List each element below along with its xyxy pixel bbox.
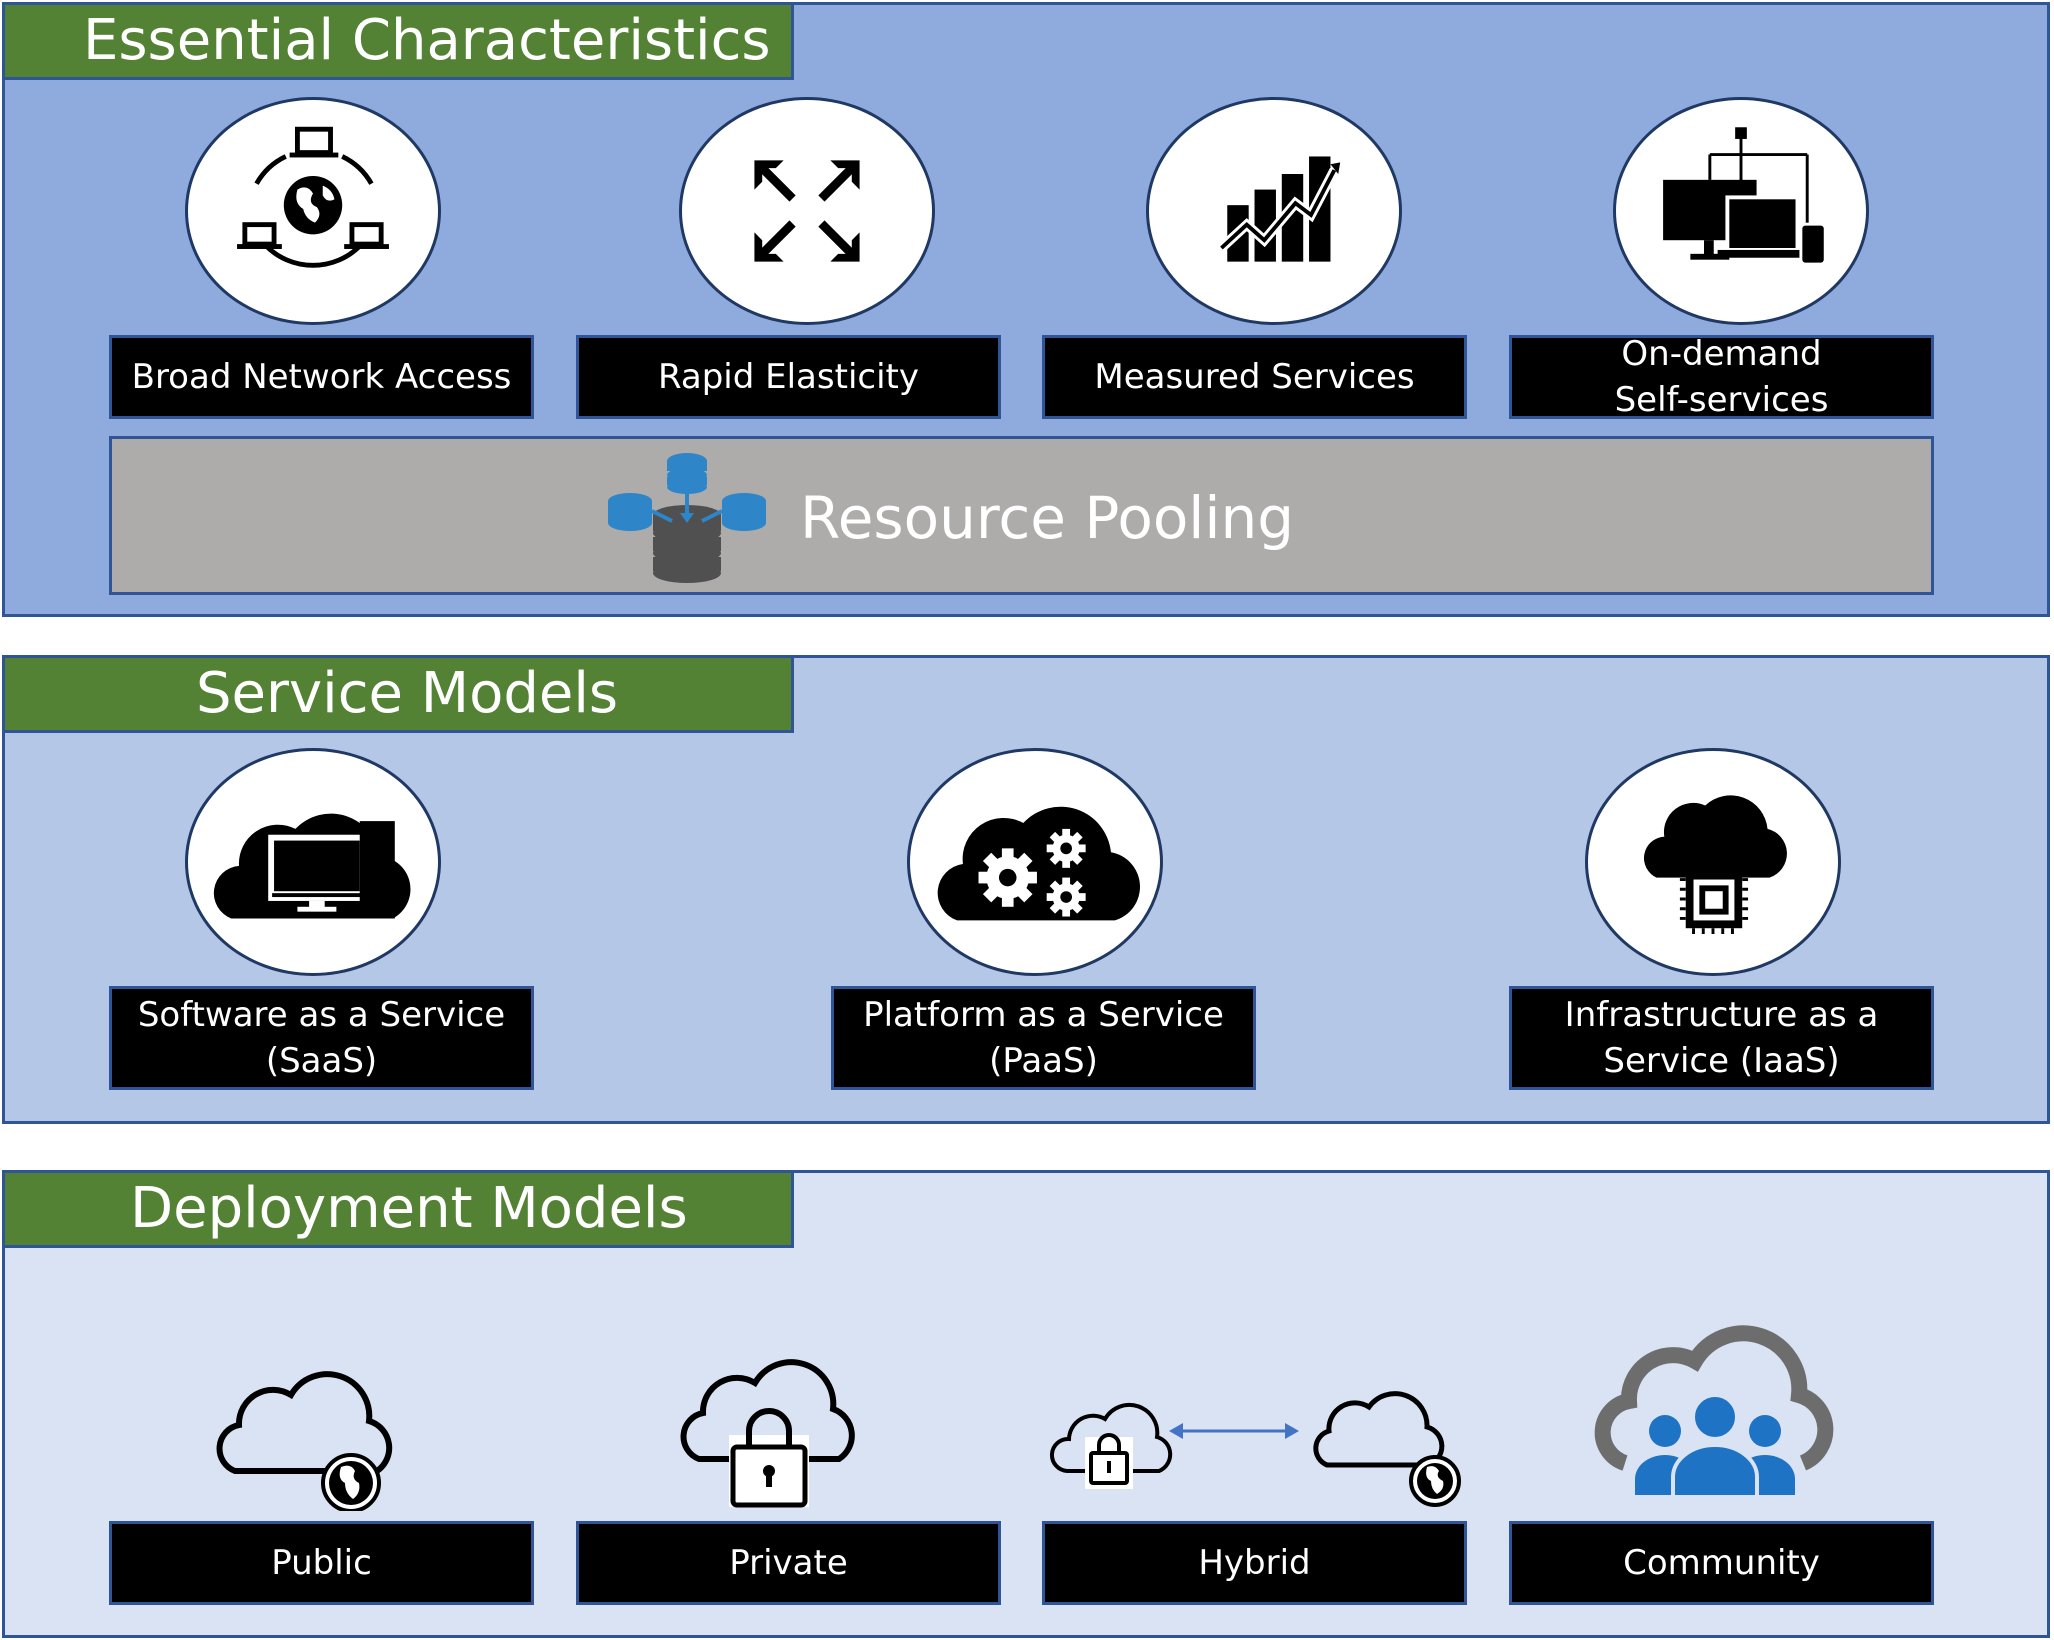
label-text-line2: (SaaS) xyxy=(265,1041,378,1081)
essential-characteristics-panel: Essential Characteristics xyxy=(2,2,2050,617)
iaas-circle xyxy=(1585,748,1841,976)
label-text: Community xyxy=(1623,1543,1820,1583)
label-text: Measured Services xyxy=(1094,357,1415,397)
public-label: Public xyxy=(109,1521,534,1605)
hybrid-cloud-icon xyxy=(1050,1391,1461,1507)
section-title-service: Service Models xyxy=(5,658,794,733)
expand-arrows-icon xyxy=(754,160,860,262)
community-label: Community xyxy=(1509,1521,1934,1605)
cloud-monitor-icon xyxy=(213,813,411,919)
network-globe-icon xyxy=(237,126,389,268)
iaas-label: Infrastructure as a Service (IaaS) xyxy=(1509,986,1934,1090)
paas-label: Platform as a Service (PaaS) xyxy=(831,986,1256,1090)
label-text-line2: (PaaS) xyxy=(989,1041,1098,1081)
cloud-globe-icon xyxy=(216,1371,393,1511)
resource-pooling-text: Resource Pooling xyxy=(800,484,1295,552)
label-text-line1: On-demand xyxy=(1621,334,1822,374)
cloud-users-icon xyxy=(1594,1325,1834,1499)
section-title-text: Deployment Models xyxy=(130,1176,688,1241)
measured-services-circle xyxy=(1146,97,1402,325)
section-title-text: Essential Characteristics xyxy=(83,8,771,73)
cloud-gears-icon xyxy=(937,806,1140,921)
rapid-elasticity-label: Rapid Elasticity xyxy=(576,335,1001,419)
section-title-essential: Essential Characteristics xyxy=(5,5,794,80)
broad-network-access-label: Broad Network Access xyxy=(109,335,534,419)
hybrid-label: Hybrid xyxy=(1042,1521,1467,1605)
paas-circle xyxy=(907,748,1163,976)
bar-chart-trend-icon xyxy=(1218,156,1341,262)
cloud-chip-icon xyxy=(1643,795,1787,935)
devices-icon xyxy=(1663,127,1827,266)
service-models-panel: Service Models xyxy=(2,655,2050,1124)
label-text: Public xyxy=(271,1543,372,1583)
resource-pooling-bar: Resource Pooling xyxy=(109,436,1934,595)
on-demand-self-services-circle xyxy=(1613,97,1869,325)
on-demand-self-services-label: On-demand Self-services xyxy=(1509,334,1934,420)
section-title-deployment: Deployment Models xyxy=(5,1173,794,1248)
label-text: Broad Network Access xyxy=(131,357,512,397)
label-text-line2: Service (IaaS) xyxy=(1603,1041,1840,1081)
saas-label: Software as a Service (SaaS) xyxy=(109,986,534,1090)
label-text-line1: Software as a Service xyxy=(137,995,506,1035)
cloud-lock-icon xyxy=(680,1359,855,1508)
label-text: Hybrid xyxy=(1198,1543,1311,1583)
label-text-line1: Infrastructure as a xyxy=(1564,995,1879,1035)
label-text: Private xyxy=(729,1543,848,1583)
label-text: Rapid Elasticity xyxy=(658,357,919,397)
rapid-elasticity-circle xyxy=(679,97,935,325)
section-title-text: Service Models xyxy=(196,661,619,726)
measured-services-label: Measured Services xyxy=(1042,335,1467,419)
label-text-line2: Self-services xyxy=(1614,380,1829,420)
private-label: Private xyxy=(576,1521,1001,1605)
label-text-line1: Platform as a Service xyxy=(863,995,1224,1035)
database-pool-icon xyxy=(608,453,766,583)
saas-circle xyxy=(185,748,441,976)
deployment-models-panel: Deployment Models xyxy=(2,1170,2050,1638)
broad-network-access-circle xyxy=(185,97,441,325)
